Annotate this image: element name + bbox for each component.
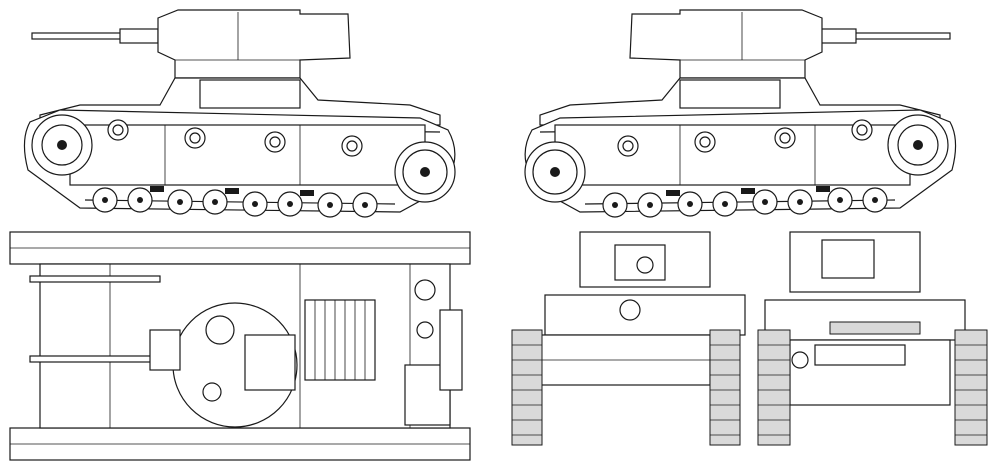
upper-hull-front	[544, 294, 746, 336]
right-side-view	[524, 9, 957, 218]
exhaust-muffler	[829, 321, 921, 335]
rear-view	[757, 231, 988, 446]
track-rear-left	[757, 329, 791, 446]
hull-body	[69, 124, 426, 186]
gun-barrel-top-upper	[29, 275, 161, 283]
top-view	[9, 231, 471, 461]
headlight	[619, 299, 641, 321]
upper-hull-rear	[764, 299, 966, 341]
track-rear-right	[954, 329, 988, 446]
road-wheels	[92, 187, 378, 218]
turret	[157, 9, 351, 79]
engine-grille	[304, 299, 376, 381]
turret-rear	[789, 231, 921, 293]
left-side-view	[23, 9, 456, 218]
front-view	[511, 231, 746, 446]
track-front-right	[709, 329, 741, 446]
turret-right	[629, 9, 823, 79]
gun-barrel-top-lower	[29, 355, 161, 363]
turret-hatch	[244, 334, 296, 391]
gun-mantlet	[119, 28, 159, 44]
track-front-left	[511, 329, 543, 446]
